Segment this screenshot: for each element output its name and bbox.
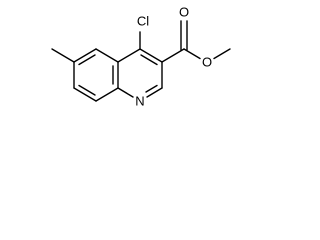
substituents — [51, 20, 231, 63]
double-bond-c4-c3-inner — [140, 54, 158, 66]
methoxy-bond — [213, 48, 231, 60]
bond-c8-c8a — [95, 87, 119, 102]
chlorine-label: Cl — [137, 13, 149, 28]
pyridine-ring — [117, 48, 163, 98]
quinoline-ester-structure: Cl O O N — [51, 4, 231, 108]
bond-c4a-c5 — [95, 48, 119, 63]
carbonyl-oxygen-label: O — [179, 4, 189, 19]
double-bond-c5-c6-inner — [78, 54, 96, 66]
double-bond-c2-n1-inner — [145, 84, 158, 93]
structure-canvas: Cl O O N — [51, 4, 231, 109]
methyl-bond — [51, 48, 75, 63]
bond-n1-c8a — [117, 87, 134, 98]
bond-c4a-c4 — [117, 48, 141, 63]
atom-labels: Cl O O N — [135, 4, 212, 108]
ester-oxygen-bond — [183, 48, 201, 60]
bond-c4-c3 — [139, 48, 163, 63]
ester-oxygen-label: O — [202, 54, 212, 69]
bond-c2-n1 — [146, 87, 163, 98]
double-bond-c7-c8-inner — [78, 84, 96, 96]
ring-nitrogen-label: N — [135, 93, 144, 108]
bond-c5-c6 — [73, 48, 97, 63]
benzo-ring — [73, 48, 119, 102]
ester-carbon-bond — [161, 48, 185, 63]
bond-c7-c8 — [73, 87, 97, 102]
